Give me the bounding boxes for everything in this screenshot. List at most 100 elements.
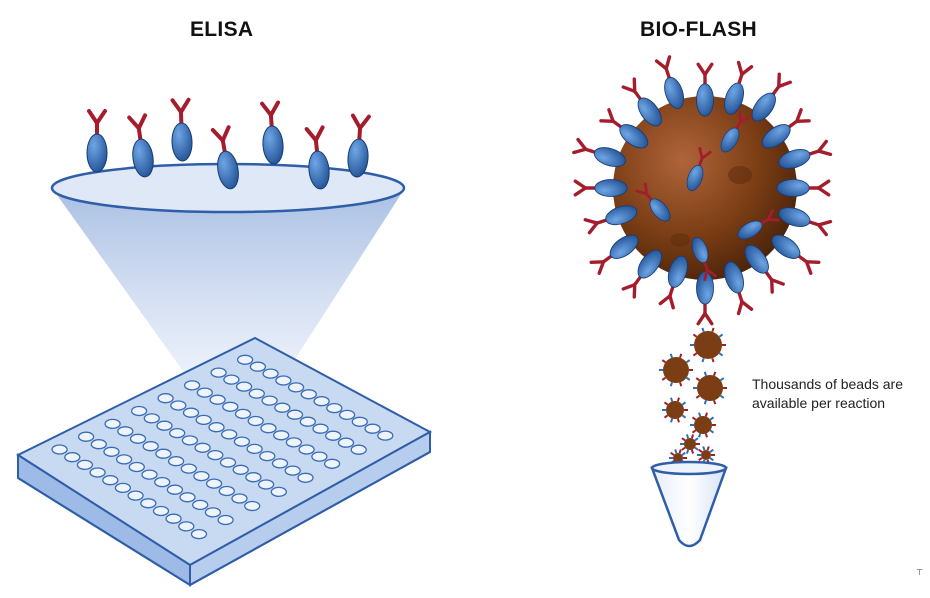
plate-well — [350, 444, 367, 455]
plate-well — [222, 401, 239, 412]
antibody-icon — [724, 261, 754, 316]
plate-well — [274, 402, 291, 413]
plate-well — [77, 431, 95, 442]
plate-well — [208, 422, 225, 433]
plate-well — [217, 514, 234, 526]
plate-well — [142, 441, 159, 452]
plate-well — [248, 388, 265, 399]
plate-well — [273, 430, 290, 441]
small-bead — [659, 353, 693, 387]
plate-well — [286, 409, 304, 420]
plate-well — [236, 354, 254, 365]
antibody-icon — [751, 72, 792, 122]
antibody-icon — [599, 108, 649, 149]
plate-well — [298, 444, 315, 455]
plate-well — [157, 393, 174, 404]
plate-well — [300, 389, 317, 400]
plate-well — [312, 423, 329, 434]
plate-well — [377, 430, 394, 441]
antibody-icon — [260, 100, 284, 165]
plate-well — [64, 452, 81, 463]
antibody-icon — [127, 113, 154, 178]
plate-well — [195, 414, 212, 426]
plate-well — [247, 415, 264, 427]
plate-wells — [51, 354, 394, 540]
plate-well — [154, 476, 171, 488]
plate-well — [249, 361, 267, 372]
plate-well — [275, 375, 292, 386]
plate-well — [114, 482, 132, 494]
corner-mark: ⊤ — [916, 568, 923, 577]
plate-well — [285, 437, 303, 448]
plate-well — [166, 484, 184, 495]
plate-well — [313, 396, 330, 407]
small-bead — [697, 446, 715, 464]
elisa-antibodies — [86, 97, 371, 190]
plate-well — [193, 470, 210, 482]
antibody-icon — [347, 113, 371, 178]
antibody-icon — [737, 209, 780, 240]
antibody-icon — [572, 137, 626, 168]
plate-well — [170, 400, 187, 411]
antibody-icon — [696, 271, 714, 326]
plate-well — [231, 493, 248, 504]
antibody-icon — [304, 125, 330, 190]
plate-well — [234, 408, 252, 420]
plate-well — [181, 435, 199, 446]
plate-well — [155, 448, 172, 459]
plate-well — [219, 457, 237, 468]
plate-well — [140, 498, 157, 509]
plate-well — [246, 443, 263, 455]
antibody-icon — [720, 110, 751, 153]
plate-well — [271, 458, 289, 469]
plate-well — [287, 382, 305, 393]
plate-well — [103, 446, 120, 457]
antibody-icon — [86, 109, 108, 173]
caption-line-2: available per reaction — [752, 395, 886, 411]
plate-well — [235, 381, 253, 392]
plate-well — [259, 450, 276, 462]
plate-well — [117, 426, 134, 437]
caption-line-1: Thousands of beads are — [752, 376, 903, 392]
bioflash-title: BIO-FLASH — [640, 18, 758, 41]
plate-well — [152, 505, 170, 517]
antibody-icon — [686, 147, 712, 192]
antibody-icon — [621, 77, 662, 127]
plate-well — [190, 528, 208, 540]
small-bead — [680, 434, 700, 454]
plate-well — [232, 464, 249, 475]
plate-well — [194, 442, 211, 453]
antibody-icon — [658, 255, 688, 310]
antibody-icon — [589, 234, 639, 275]
plate-well — [205, 478, 223, 489]
antibody-icon — [691, 236, 717, 281]
plate-well — [209, 394, 226, 405]
plate-well — [223, 374, 240, 385]
plate-well — [156, 420, 173, 431]
plate-well — [297, 472, 314, 483]
plate-well — [260, 423, 277, 434]
plate-well — [183, 380, 201, 391]
bead-caption: Thousands of beads are available per rea… — [752, 375, 903, 413]
plate-well — [261, 395, 278, 406]
small-bead — [690, 327, 726, 363]
microplate — [15, 336, 433, 587]
small-beads — [659, 327, 727, 467]
plate-well — [169, 427, 186, 439]
plate-well — [351, 416, 368, 427]
small-bead — [693, 371, 727, 405]
plate-well — [338, 409, 356, 421]
plate-well — [129, 433, 147, 444]
antibody-icon — [210, 125, 239, 190]
plate-well — [337, 437, 355, 448]
plate-well — [210, 367, 227, 378]
plate-well — [89, 467, 106, 478]
small-bead — [662, 397, 688, 423]
antibody-icon — [761, 108, 811, 149]
plate-well — [102, 475, 119, 486]
plate-well — [90, 439, 107, 450]
plate-well — [326, 402, 343, 414]
small-bead — [690, 412, 716, 438]
antibody-icon — [778, 207, 833, 237]
